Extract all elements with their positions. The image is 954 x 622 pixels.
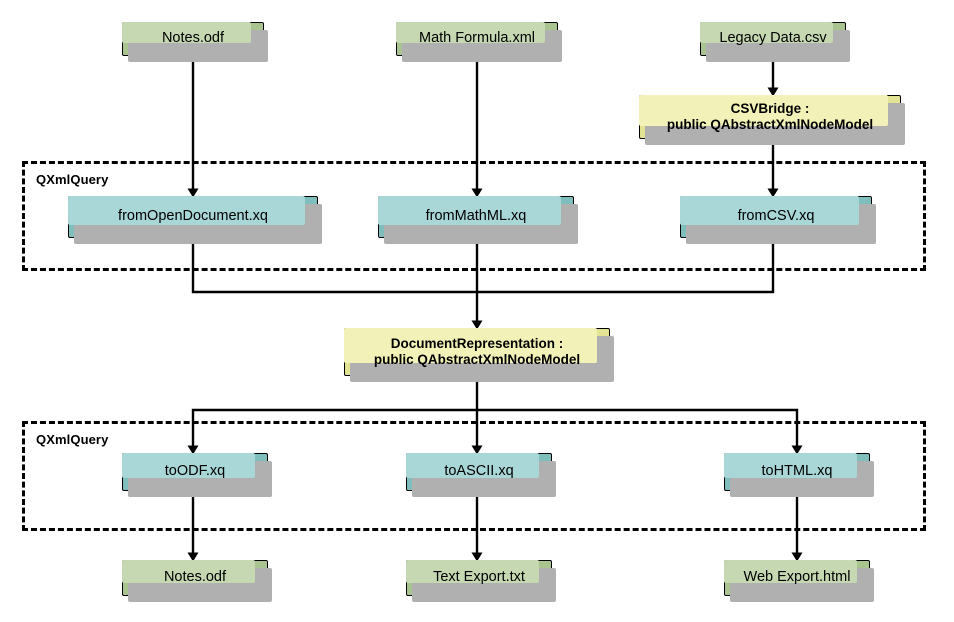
- node-label-csvbridge: CSVBridge : public QAbstractXmlNodeModel: [666, 101, 874, 132]
- node-label-text_out: Text Export.txt: [433, 569, 525, 586]
- node-tohtml[interactable]: toHTML.xq: [724, 453, 874, 497]
- node-mathxml_in[interactable]: Math Formula.xml: [396, 22, 562, 62]
- node-csvbridge[interactable]: CSVBridge : public QAbstractXmlNodeModel: [639, 95, 905, 145]
- node-label-fromcsv: fromCSV.xq: [737, 208, 815, 225]
- node-label-fromodf: fromOpenDocument.xq: [118, 208, 268, 225]
- node-fromodf[interactable]: fromOpenDocument.xq: [68, 196, 322, 244]
- node-toascii[interactable]: toASCII.xq: [406, 453, 556, 497]
- node-label-notes_in: Notes.odf: [161, 30, 225, 47]
- node-label-tohtml: toHTML.xq: [761, 463, 833, 480]
- group-label-qxmlquery-1: QXmlQuery: [36, 172, 109, 187]
- node-notes_out[interactable]: Notes.odf: [122, 560, 272, 602]
- node-label-toascii: toASCII.xq: [444, 463, 514, 480]
- group-label-qxmlquery-2: QXmlQuery: [36, 432, 109, 447]
- node-label-notes_out: Notes.odf: [163, 569, 227, 586]
- node-notes_in[interactable]: Notes.odf: [122, 22, 268, 62]
- node-label-docrep: DocumentRepresentation : public QAbstrac…: [373, 336, 581, 367]
- node-text_out[interactable]: Text Export.txt: [406, 560, 556, 602]
- node-frommathml[interactable]: fromMathML.xq: [378, 196, 578, 244]
- node-label-frommathml: fromMathML.xq: [425, 208, 527, 225]
- node-web_out[interactable]: Web Export.html: [724, 560, 874, 602]
- node-label-legacy_in: Legacy Data.csv: [719, 30, 827, 47]
- node-fromcsv[interactable]: fromCSV.xq: [680, 196, 876, 244]
- node-docrep[interactable]: DocumentRepresentation : public QAbstrac…: [344, 328, 614, 382]
- node-toodf[interactable]: toODF.xq: [122, 453, 272, 497]
- node-label-web_out: Web Export.html: [743, 569, 851, 586]
- node-legacy_in[interactable]: Legacy Data.csv: [700, 22, 850, 62]
- node-label-toodf: toODF.xq: [164, 463, 226, 480]
- node-label-mathxml_in: Math Formula.xml: [418, 30, 536, 47]
